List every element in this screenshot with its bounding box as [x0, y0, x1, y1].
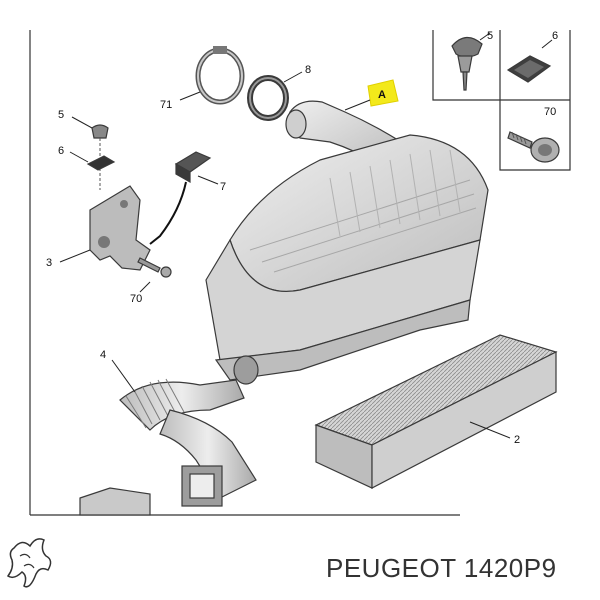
callout-3: 3: [46, 257, 52, 269]
brand-name: PEUGEOT: [326, 553, 457, 583]
callout-70: 70: [130, 293, 142, 305]
clip-nut-icon: [506, 39, 553, 83]
part-number: 1420P9: [463, 553, 557, 583]
screw-70-icon: [137, 257, 172, 293]
duct-mouth: [285, 109, 307, 139]
mounting-bracket: [59, 185, 151, 271]
clip-5-icon: [71, 116, 109, 190]
callout-71: 71: [160, 99, 172, 111]
reference-a-tag: [344, 79, 399, 111]
callout-8: 8: [305, 64, 311, 76]
callout-2: 2: [514, 434, 520, 446]
sensor-7-icon: [149, 151, 219, 245]
clip-nut-6-icon: [69, 151, 116, 171]
callout-4: 4: [100, 349, 106, 361]
air-filter-housing: [205, 134, 489, 385]
lower-duct-part: [79, 487, 151, 516]
callout-6: 6: [58, 145, 64, 157]
inset-callout-6: 6: [552, 30, 558, 42]
inset-box-clips: [432, 30, 571, 171]
inset-callout-70: 70: [544, 106, 556, 118]
brand-part-label: PEUGEOT 1420P9: [326, 553, 557, 584]
callout-5: 5: [58, 109, 64, 121]
seal-ring: [247, 71, 303, 121]
callout-7: 7: [220, 181, 226, 193]
panel-air-filter: [314, 334, 558, 489]
reference-a-label: A: [378, 89, 386, 101]
inset-callout-5: 5: [487, 30, 493, 42]
bellows-hose: [111, 359, 257, 507]
hose-clamp-ring: [179, 46, 245, 105]
push-clip-icon: [451, 32, 491, 91]
screw-icon: [507, 131, 560, 163]
lion-logo-icon: [6, 538, 52, 588]
